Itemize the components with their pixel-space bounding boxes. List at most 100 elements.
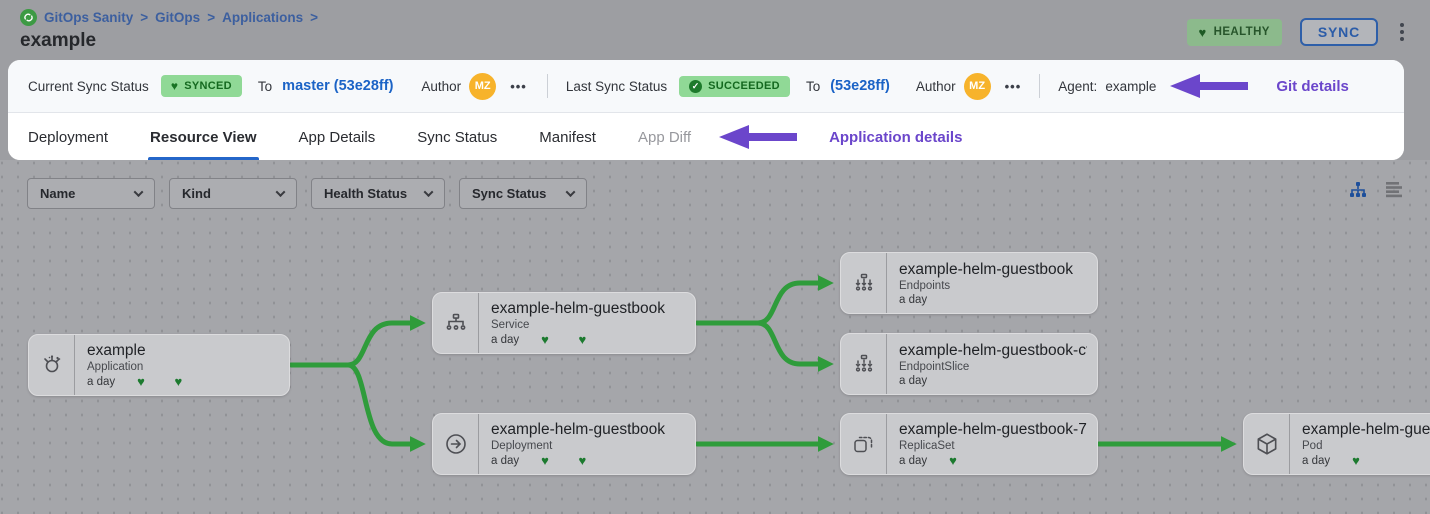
application-details-annotation: Application details — [829, 128, 963, 146]
node-pod-example-helm-guestbook[interactable]: example-helm-guest Pod a day ♥ — [1243, 413, 1430, 475]
node-kind: Service — [491, 319, 530, 331]
node-age: a day — [899, 293, 928, 306]
breadcrumb-separator: > — [140, 10, 149, 25]
endpointslice-icon — [841, 334, 887, 394]
node-age: a day — [1302, 454, 1331, 467]
git-details-bar: Current Sync Status ♥ SYNCED To master (… — [8, 60, 1404, 113]
filter-name-dropdown[interactable]: Name — [27, 178, 155, 209]
tab-resource-view[interactable]: Resource View — [148, 114, 259, 160]
agent-value: example — [1105, 78, 1157, 94]
gitops-logo-icon — [20, 9, 37, 26]
node-title: example-helm-guestbook — [491, 300, 666, 317]
breadcrumb-item-applications[interactable]: Applications — [222, 10, 304, 25]
node-replicaset-example-helm-guestbook[interactable]: example-helm-guestbook-74... ReplicaSet … — [840, 413, 1098, 475]
breadcrumb: GitOps Sanity > GitOps > Applications > — [20, 9, 318, 26]
node-title: example-helm-guest — [1302, 421, 1430, 438]
heart-icon: ♥ — [1198, 24, 1207, 40]
author-label: Author — [421, 78, 462, 94]
current-commit-link[interactable]: master (53e28ff) — [282, 78, 394, 94]
agent-label: Agent: — [1058, 78, 1098, 94]
filter-sync-status-dropdown[interactable]: Sync Status — [459, 178, 587, 209]
breadcrumb-separator: > — [310, 10, 318, 25]
tab-sync-status[interactable]: Sync Status — [417, 128, 498, 146]
page-header: GitOps Sanity > GitOps > Applications > … — [0, 0, 1430, 60]
node-title: example-helm-guestbook — [491, 421, 666, 438]
node-kind: Pod — [1302, 440, 1323, 452]
node-application-example[interactable]: example Application a day ♥ ♥ — [28, 334, 290, 396]
annotation-arrow-left-icon — [719, 125, 798, 149]
check-circle-icon: ✓ — [689, 79, 703, 93]
chevron-down-icon — [565, 187, 576, 198]
node-age: a day — [491, 333, 520, 346]
breadcrumb-item-gitops[interactable]: GitOps — [155, 10, 201, 25]
node-kind: EndpointSlice — [899, 360, 970, 373]
app-tabs: Deployment Resource View App Details Syn… — [8, 114, 1404, 160]
more-options-icon[interactable]: ••• — [1004, 78, 1022, 94]
health-heart-icons: ♥ — [1352, 453, 1360, 468]
health-heart-icons: ♥ ♥ — [137, 374, 183, 389]
service-icon — [433, 293, 479, 353]
kebab-menu-icon[interactable] — [1396, 21, 1408, 43]
application-icon — [29, 335, 75, 395]
health-heart-icons: ♥ ♥ — [541, 453, 587, 468]
git-details-annotation: Git details — [1276, 77, 1349, 95]
author-label: Author — [915, 78, 956, 94]
endpoints-icon — [841, 253, 887, 313]
node-age: a day — [491, 454, 520, 467]
node-service-example-helm-guestbook[interactable]: example-helm-guestbook Service a day ♥ ♥ — [432, 292, 696, 354]
chevron-down-icon — [275, 187, 286, 198]
avatar: MZ — [469, 72, 497, 100]
deployment-icon — [433, 414, 479, 474]
breadcrumb-separator: > — [207, 10, 216, 25]
sync-button[interactable]: SYNC — [1299, 18, 1378, 46]
list-view-icon[interactable] — [1384, 181, 1404, 199]
app-details-card: Current Sync Status ♥ SYNCED To master (… — [8, 60, 1404, 160]
tab-app-details[interactable]: App Details — [298, 128, 376, 146]
resource-tree-canvas: Name Kind Health Status Sync Status — [0, 160, 1430, 514]
synced-badge: ♥ SYNCED — [160, 75, 242, 97]
to-label: To — [257, 78, 273, 94]
annotation-arrow-left-icon — [1170, 74, 1249, 98]
node-kind: Endpoints — [899, 279, 951, 292]
filter-bar: Name Kind Health Status Sync Status — [27, 178, 587, 209]
divider — [1039, 74, 1041, 98]
divider — [546, 74, 548, 98]
node-age: a day — [899, 374, 928, 387]
chevron-down-icon — [423, 187, 434, 198]
filter-kind-dropdown[interactable]: Kind — [169, 178, 297, 209]
avatar: MZ — [963, 72, 991, 100]
node-deployment-example-helm-guestbook[interactable]: example-helm-guestbook Deployment a day ♥… — [432, 413, 696, 475]
node-title: example — [87, 342, 146, 359]
node-title: example-helm-guestbook — [899, 260, 1074, 278]
succeeded-badge: ✓ SUCCEEDED — [679, 75, 790, 97]
health-heart-icons: ♥ ♥ — [541, 332, 587, 347]
node-kind: Application — [87, 361, 144, 373]
to-label: To — [805, 78, 821, 94]
current-sync-status-label: Current Sync Status — [28, 78, 149, 94]
last-commit-link[interactable]: (53e28ff) — [830, 78, 890, 94]
chevron-down-icon — [133, 187, 144, 198]
last-sync-status-label: Last Sync Status — [565, 78, 668, 94]
tab-app-diff[interactable]: App Diff — [637, 128, 692, 146]
filter-health-status-dropdown[interactable]: Health Status — [311, 178, 445, 209]
replicaset-icon — [841, 414, 887, 474]
node-title: example-helm-guestbook-ct... — [899, 341, 1087, 359]
node-age: a day — [87, 375, 116, 388]
tree-view-icon[interactable] — [1348, 180, 1368, 200]
page-title: example — [20, 30, 97, 51]
node-endpoints-example-helm-guestbook[interactable]: example-helm-guestbook Endpoints a day — [840, 252, 1098, 314]
node-title: example-helm-guestbook-74... — [899, 421, 1087, 438]
node-kind: ReplicaSet — [899, 440, 955, 452]
pod-icon — [1244, 414, 1290, 474]
node-age: a day — [899, 454, 928, 467]
health-status-badge: ♥ HEALTHY — [1186, 18, 1282, 46]
breadcrumb-item-gitops-sanity[interactable]: GitOps Sanity — [44, 10, 134, 25]
node-endpointslice-example-helm-guestbook[interactable]: example-helm-guestbook-ct... EndpointSli… — [840, 333, 1098, 395]
more-options-icon[interactable]: ••• — [510, 78, 527, 94]
health-heart-icons: ♥ — [949, 453, 957, 468]
tab-deployment[interactable]: Deployment — [28, 128, 109, 146]
node-kind: Deployment — [491, 440, 553, 452]
tab-manifest[interactable]: Manifest — [539, 128, 596, 146]
heart-icon: ♥ — [170, 79, 179, 93]
health-status-label: HEALTHY — [1213, 26, 1270, 38]
